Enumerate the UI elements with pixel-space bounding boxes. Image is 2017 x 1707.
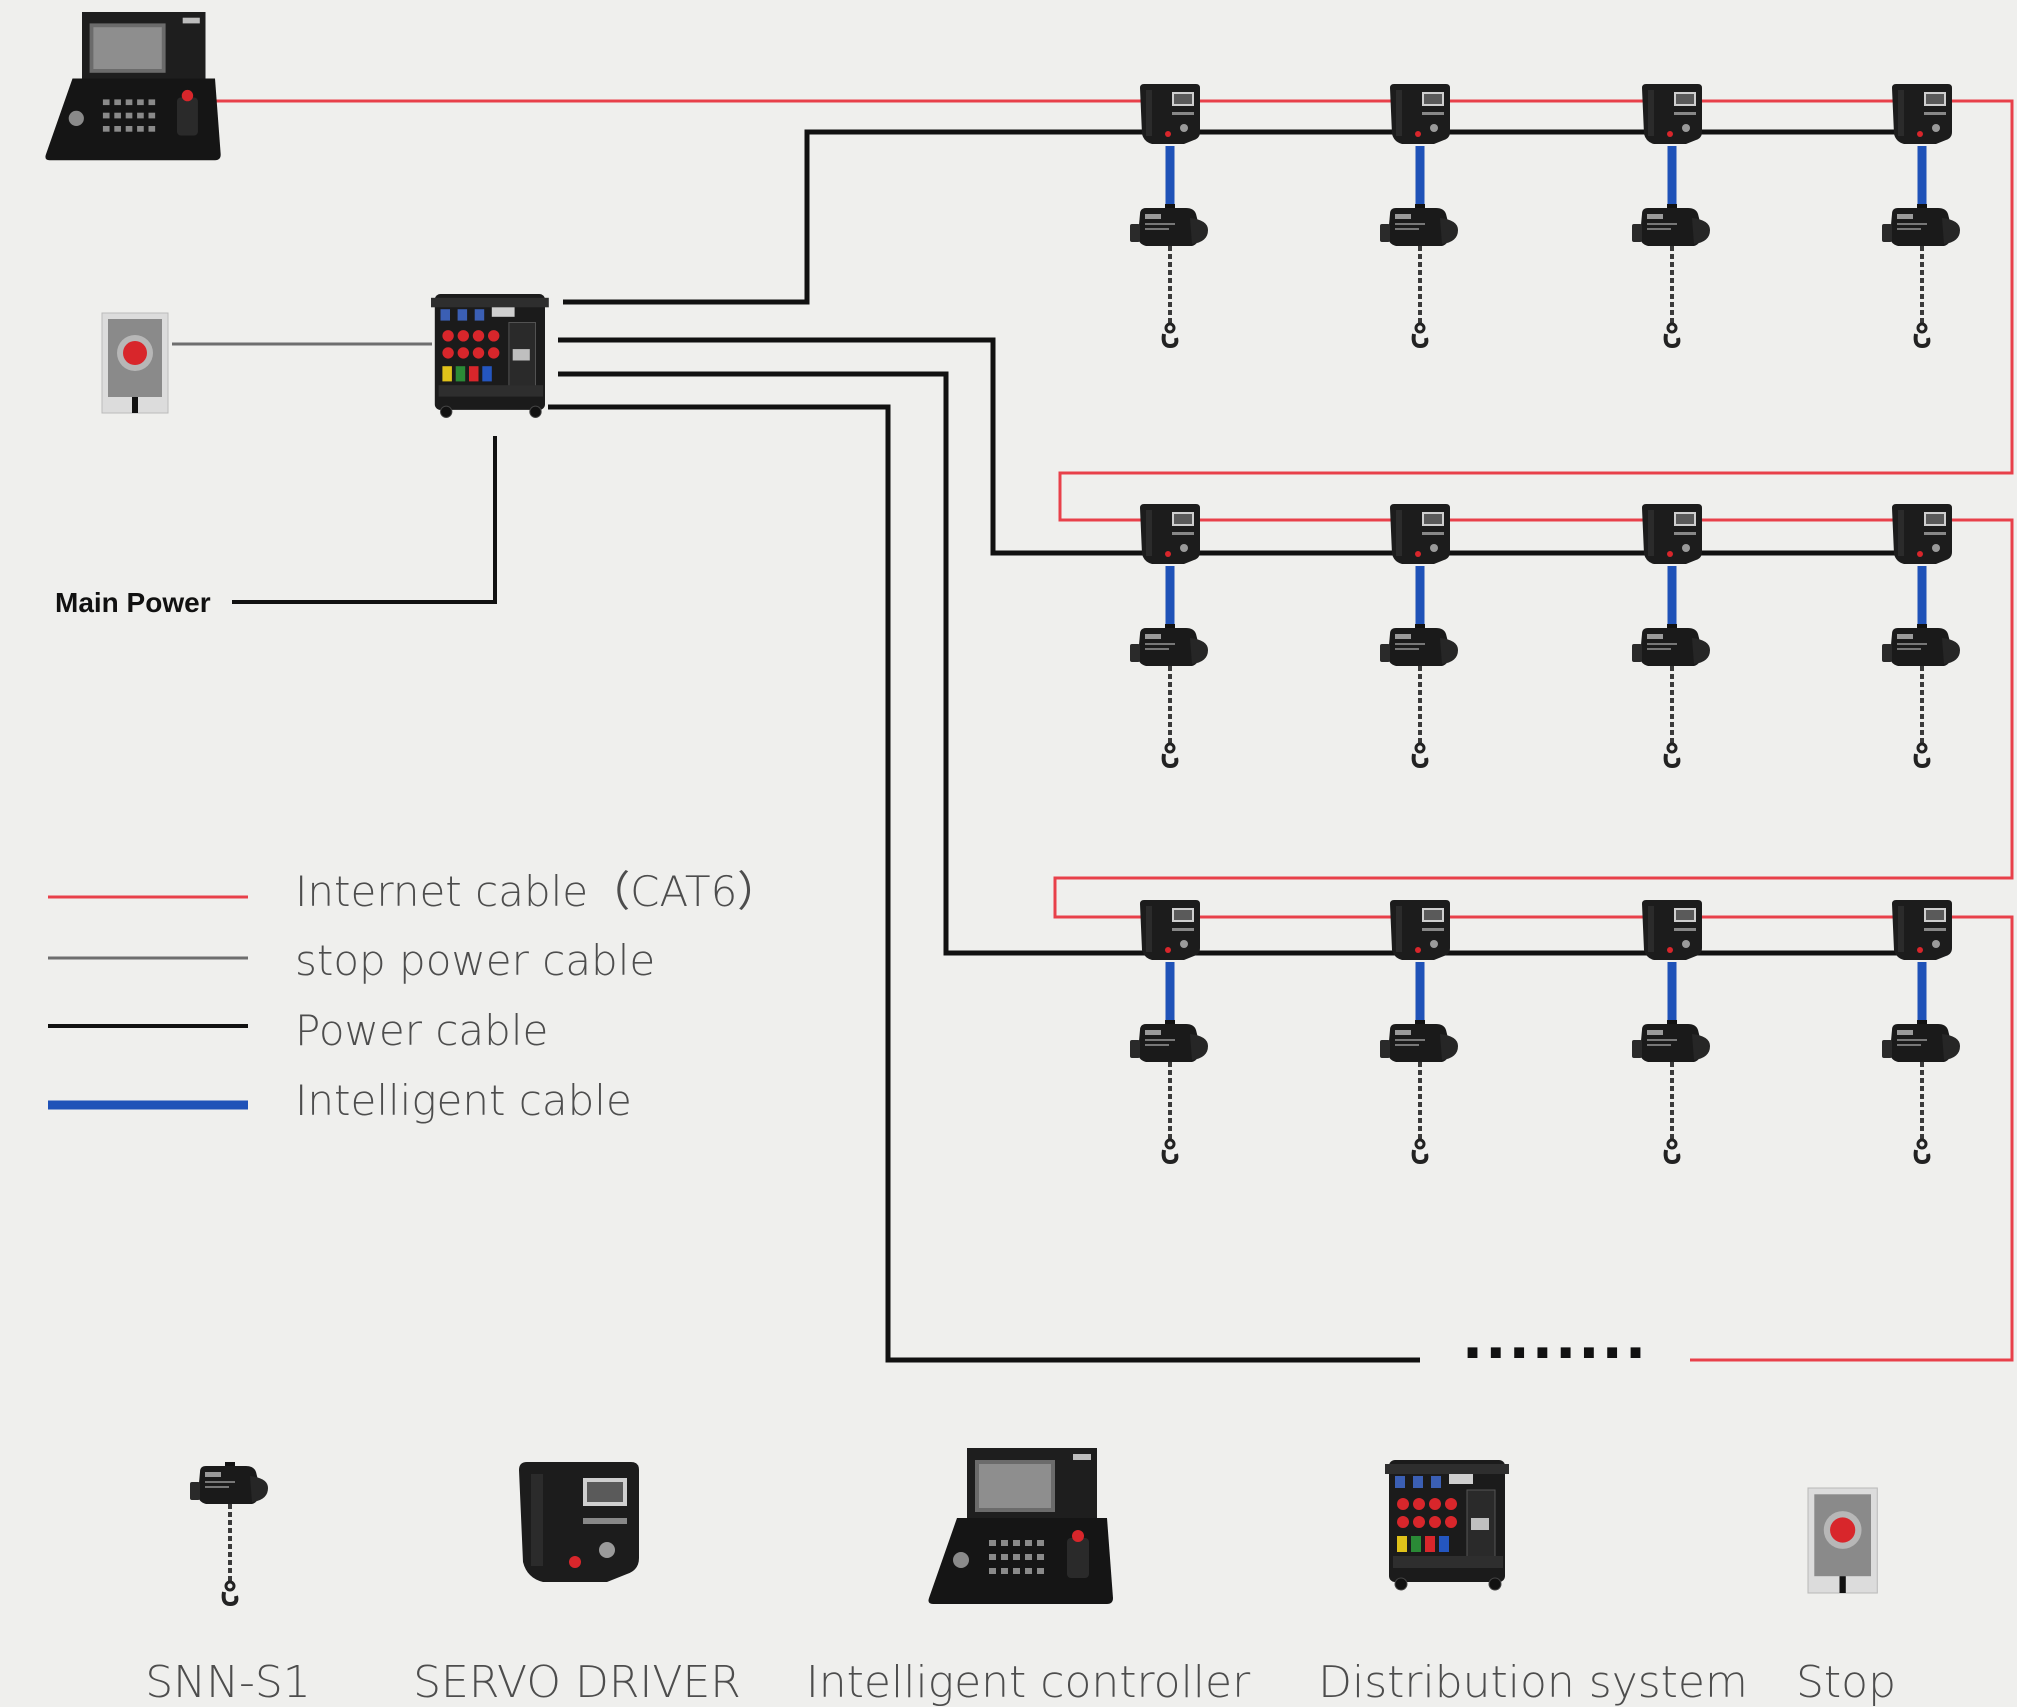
continuation-ellipsis: ········ xyxy=(1462,1321,1648,1386)
cable-legend: Internet cable（CAT6） stop power cable Po… xyxy=(48,867,779,1125)
controller-console-icon xyxy=(928,1448,1113,1604)
legend-label-intelligent-cable: Intelligent cable xyxy=(295,1076,632,1125)
servo-hoist-unit xyxy=(1632,900,1710,1162)
servo-hoist-unit xyxy=(1130,504,1208,766)
component-label-intelligent-controller: Intelligent controller xyxy=(806,1657,1251,1707)
servo-hoist-unit xyxy=(1882,900,1960,1162)
emergency-stop-button xyxy=(102,313,168,413)
power-cable-extension xyxy=(548,404,1420,1363)
legend-label-internet-cable: Internet cable（CAT6） xyxy=(295,867,779,916)
cable-network xyxy=(172,99,2014,1363)
servo-hoist-unit xyxy=(1380,900,1458,1162)
main-power-label: Main Power xyxy=(55,587,211,618)
power-cable-row-1 xyxy=(563,129,1945,305)
servo-hoist-unit xyxy=(1632,84,1710,346)
component-label-distribution-system: Distribution system xyxy=(1318,1657,1748,1707)
main-power-cable xyxy=(232,436,497,604)
servo-hoist-unit xyxy=(1130,84,1208,346)
distribution-cabinet-icon xyxy=(1384,1459,1510,1591)
servo-hoist-unit xyxy=(1632,504,1710,766)
intelligent-controller-console xyxy=(45,12,221,161)
power-cable-row-2 xyxy=(558,337,1945,556)
servo-hoist-unit xyxy=(1882,84,1960,346)
component-label-servo-driver: SERVO DRIVER xyxy=(413,1657,741,1707)
component-key: SNN-S1 SERVO DRIVER Intelligent controll… xyxy=(145,1448,1896,1707)
legend-label-stop-power-cable: stop power cable xyxy=(295,936,655,985)
legend-label-power-cable: Power cable xyxy=(295,1006,548,1055)
servo-driver-icon xyxy=(519,1462,639,1582)
servo-hoist-unit xyxy=(1130,900,1208,1162)
internet-cable-controller-to-row-1 xyxy=(207,99,2014,1362)
chain-hoist-icon xyxy=(188,1460,270,1606)
component-label-stop: Stop xyxy=(1796,1657,1896,1707)
servo-hoist-unit xyxy=(1380,504,1458,766)
emergency-stop-icon xyxy=(1808,1488,1877,1593)
distribution-cabinet xyxy=(430,293,550,418)
servo-hoist-unit xyxy=(1380,84,1458,346)
hoist-row-1 xyxy=(1130,84,1960,346)
servo-hoist-unit xyxy=(1882,504,1960,766)
component-label-snn-s1: SNN-S1 xyxy=(145,1657,311,1707)
hoist-row-2 xyxy=(1130,504,1960,766)
hoist-row-3 xyxy=(1130,900,1960,1162)
